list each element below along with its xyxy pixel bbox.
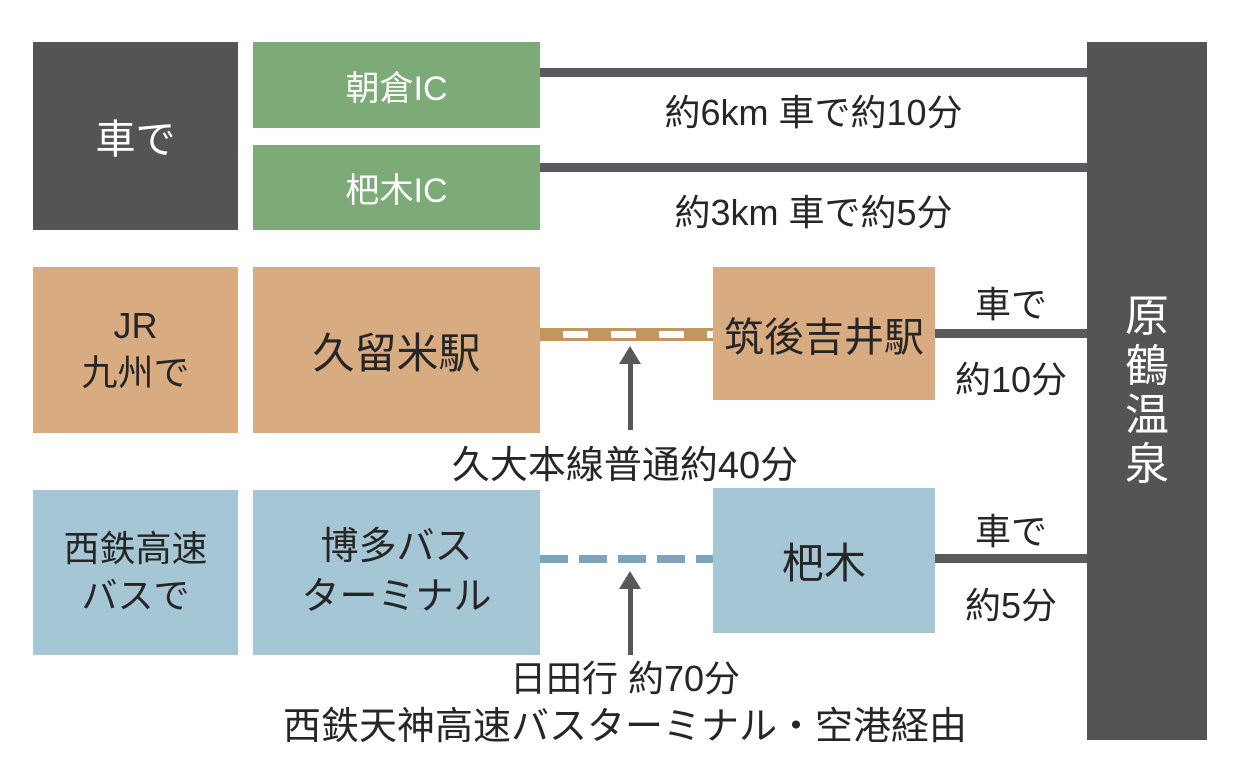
car-route2-connector-line xyxy=(540,163,1087,172)
bus-car-label: 車で xyxy=(974,511,1047,552)
chikugo-yoshii-station-box: 筑後吉井駅 xyxy=(713,267,935,400)
jr-car-label: 車で xyxy=(974,284,1047,325)
haki-ic-box: 杷木IC xyxy=(253,145,540,230)
jr-mode-label-line2: 九州で xyxy=(81,352,190,393)
bus-mode-label-line2: バスで xyxy=(81,574,190,616)
car-mode-label: 車で xyxy=(95,118,176,162)
bus-car-connector-line xyxy=(935,554,1087,563)
arrow-head xyxy=(619,346,641,364)
hakata-bus-terminal-label-line2: ターミナル xyxy=(301,575,492,618)
kurume-station-box: 久留米駅 xyxy=(253,267,540,433)
bus-mode-box: 西鉄高速 バスで xyxy=(33,490,238,655)
hakata-bus-terminal-box: 博多バス ターミナル xyxy=(253,490,540,655)
hakata-bus-terminal-label-line1: 博多バス xyxy=(320,526,473,569)
bus-mode-label-line1: 西鉄高速 xyxy=(63,527,208,569)
car-route2-label: 約3km 車で約5分 xyxy=(674,192,953,233)
arrow-stem xyxy=(627,364,633,430)
bus-note-line1: 日田行 約70分 xyxy=(509,658,741,699)
haki-ic-label: 杷木IC xyxy=(345,172,448,210)
haki-stop-label: 杷木 xyxy=(781,540,866,587)
jr-rail-note: 久大本線普通約40分 xyxy=(451,445,799,487)
bus-route-dashed-line xyxy=(540,555,713,563)
haki-stop-box: 杷木 xyxy=(713,488,935,633)
jr-car-connector-line xyxy=(935,329,1087,338)
up-arrow-icon xyxy=(618,346,642,430)
bus-note-line2: 西鉄天神高速バスターミナル・空港経由 xyxy=(282,706,967,748)
jr-car-time: 約10分 xyxy=(954,359,1068,400)
jr-mode-box: JR 九州で xyxy=(33,267,238,433)
car-route1-label: 約6km 車で約10分 xyxy=(664,92,963,133)
asakura-ic-label: 朝倉IC xyxy=(345,69,448,108)
destination-label: 原鶴温泉 xyxy=(1125,292,1169,490)
chikugo-yoshii-station-label: 筑後吉井駅 xyxy=(724,315,924,360)
asakura-ic-box: 朝倉IC xyxy=(253,42,540,128)
destination-bar: 原鶴温泉 xyxy=(1087,42,1207,740)
jr-mode-label-line1: JR xyxy=(113,305,158,347)
arrow-stem xyxy=(627,589,633,655)
up-arrow-icon xyxy=(618,571,642,655)
car-route1-connector-line xyxy=(540,68,1087,77)
bus-car-time: 約5分 xyxy=(964,585,1058,626)
jr-railway-line-dashes xyxy=(540,331,713,338)
arrow-head xyxy=(619,571,641,589)
jr-railway-line xyxy=(540,328,713,341)
kurume-station-label: 久留米駅 xyxy=(312,329,481,377)
car-mode-box: 車で xyxy=(33,42,238,230)
